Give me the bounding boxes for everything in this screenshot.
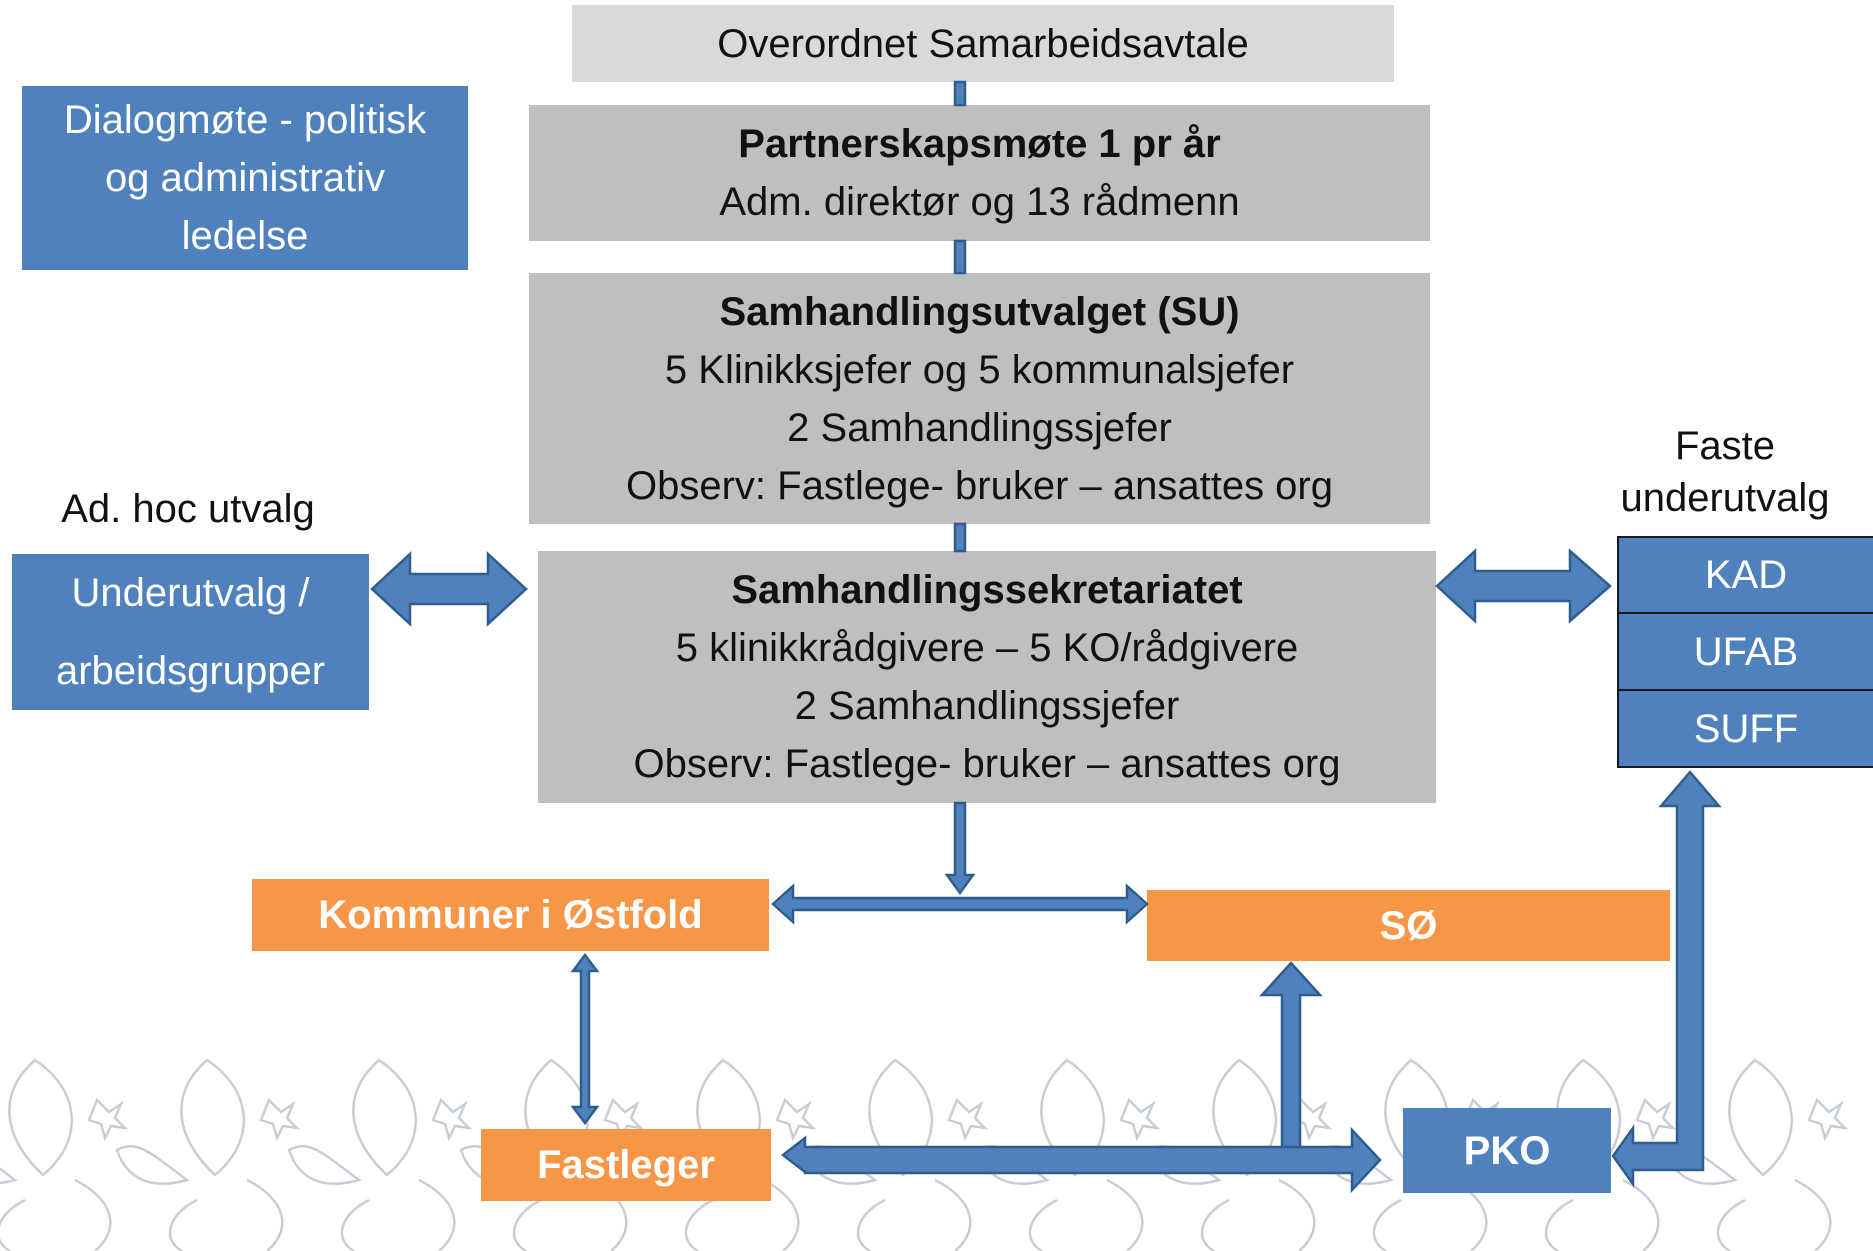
leaf-shape xyxy=(1028,1178,1144,1251)
fastleger-box: Fastleger xyxy=(481,1129,771,1201)
so-label: SØ xyxy=(1379,903,1438,948)
leaf-shape xyxy=(856,1178,972,1251)
leaf-shape xyxy=(115,1145,190,1185)
fixed-item: KAD xyxy=(1619,538,1873,614)
su-title: Samhandlingsutvalget (SU) xyxy=(719,289,1240,334)
leaf-shape xyxy=(947,1097,989,1142)
fixed-item-label: UFAB xyxy=(1693,629,1799,674)
double-arrow xyxy=(370,551,528,627)
leaf-shape xyxy=(1119,1097,1161,1142)
fixed-heading-line: underutvalg xyxy=(1620,476,1830,520)
leaf-shape xyxy=(0,1178,112,1251)
leaf-shape xyxy=(1807,1097,1849,1142)
fixed-heading-line: Faste xyxy=(1674,424,1776,468)
leaf-shape xyxy=(340,1178,456,1251)
leaf-shape xyxy=(87,1097,129,1142)
fixed-item: UFAB xyxy=(1619,614,1873,691)
secretariat-title: Samhandlingssekretariatet xyxy=(731,568,1243,612)
leaf-shape xyxy=(287,1145,362,1185)
leaf-shape xyxy=(1212,1058,1278,1177)
partnership-title: Partnerskapsmøte 1 pr år xyxy=(738,122,1221,166)
agreement-label: Overordnet Samarbeidsavtale xyxy=(717,21,1249,66)
su-line: Observ: Fastlege- bruker – ansattes org xyxy=(626,463,1333,508)
fixed-item-label: KAD xyxy=(1704,553,1788,597)
fastleger-label: Fastleger xyxy=(537,1143,715,1187)
leaf-shape xyxy=(431,1097,473,1142)
kommuner-box: Kommuner i Østfold xyxy=(252,879,769,951)
adhoc-line: Underutvalg / xyxy=(71,571,310,615)
adhoc-box: Underutvalg / arbeidsgrupper xyxy=(12,554,369,710)
leaf-shape xyxy=(1040,1058,1106,1177)
partnership-box: Partnerskapsmøte 1 pr år Adm. direktør o… xyxy=(529,105,1430,241)
secretariat-box: Samhandlingssekretariatet 5 klinikkrådgi… xyxy=(538,551,1436,803)
su-box: Samhandlingsutvalget (SU) 5 Klinikksjefe… xyxy=(529,273,1430,524)
fixed-list: KAD UFAB SUFF xyxy=(1617,536,1873,768)
connector-line xyxy=(953,239,967,275)
leaf-shape xyxy=(168,1178,284,1251)
su-line: 5 Klinikksjefer og 5 kommunalsjefer xyxy=(664,347,1295,392)
connector-line xyxy=(953,80,967,107)
dialog-line: Dialogmøte - politisk xyxy=(63,98,427,142)
pko-label: PKO xyxy=(1463,1128,1551,1173)
leaf-shape xyxy=(684,1178,800,1251)
leaf-shape xyxy=(868,1058,934,1177)
leaf-shape xyxy=(8,1058,74,1177)
fixed-item-label: SUFF xyxy=(1693,706,1799,751)
leaf-shape xyxy=(180,1058,246,1177)
su-line: 2 Samhandlingssjefer xyxy=(787,405,1172,450)
fixed-item: SUFF xyxy=(1619,691,1873,766)
leaf-shape xyxy=(259,1097,301,1142)
double-arrow xyxy=(570,952,600,1126)
connector-line xyxy=(953,522,967,553)
leaf-shape xyxy=(1716,1178,1832,1251)
kommuner-label: Kommuner i Østfold xyxy=(318,893,703,937)
leaf-shape xyxy=(1728,1058,1794,1177)
so-box: SØ xyxy=(1147,890,1670,961)
leaf-shape xyxy=(1635,1097,1677,1142)
double-arrow xyxy=(771,883,1149,925)
dialog-box: Dialogmøte - politisk og administrativ l… xyxy=(22,86,468,270)
pko-box: PKO xyxy=(1403,1108,1611,1193)
secretariat-line: Observ: Fastlege- bruker – ansattes org xyxy=(633,742,1341,786)
l-arrow xyxy=(1611,770,1722,1188)
secretariat-line: 5 klinikkrådgivere – 5 KO/rådgivere xyxy=(675,626,1299,670)
secretariat-line: 2 Samhandlingssjefer xyxy=(794,684,1180,728)
adhoc-heading: Ad. hoc utvalg xyxy=(61,487,315,531)
dialog-line: og administrativ xyxy=(104,156,386,200)
leaf-shape xyxy=(603,1097,645,1142)
up-arrow xyxy=(1259,961,1323,1149)
agreement-box: Overordnet Samarbeidsavtale xyxy=(572,5,1394,82)
dialog-line: ledelse xyxy=(181,214,309,258)
fixed-heading: Faste underutvalg xyxy=(1590,420,1860,524)
leaf-shape xyxy=(352,1058,418,1177)
leaf-shape xyxy=(1544,1178,1660,1251)
leaf-shape xyxy=(1200,1178,1316,1251)
double-arrow xyxy=(780,1126,1382,1194)
partnership-line: Adm. direktør og 13 rådmenn xyxy=(719,180,1240,224)
adhoc-line: arbeidsgrupper xyxy=(55,649,326,693)
down-arrow xyxy=(944,801,976,896)
double-arrow xyxy=(1435,548,1612,624)
leaf-shape xyxy=(775,1097,817,1142)
